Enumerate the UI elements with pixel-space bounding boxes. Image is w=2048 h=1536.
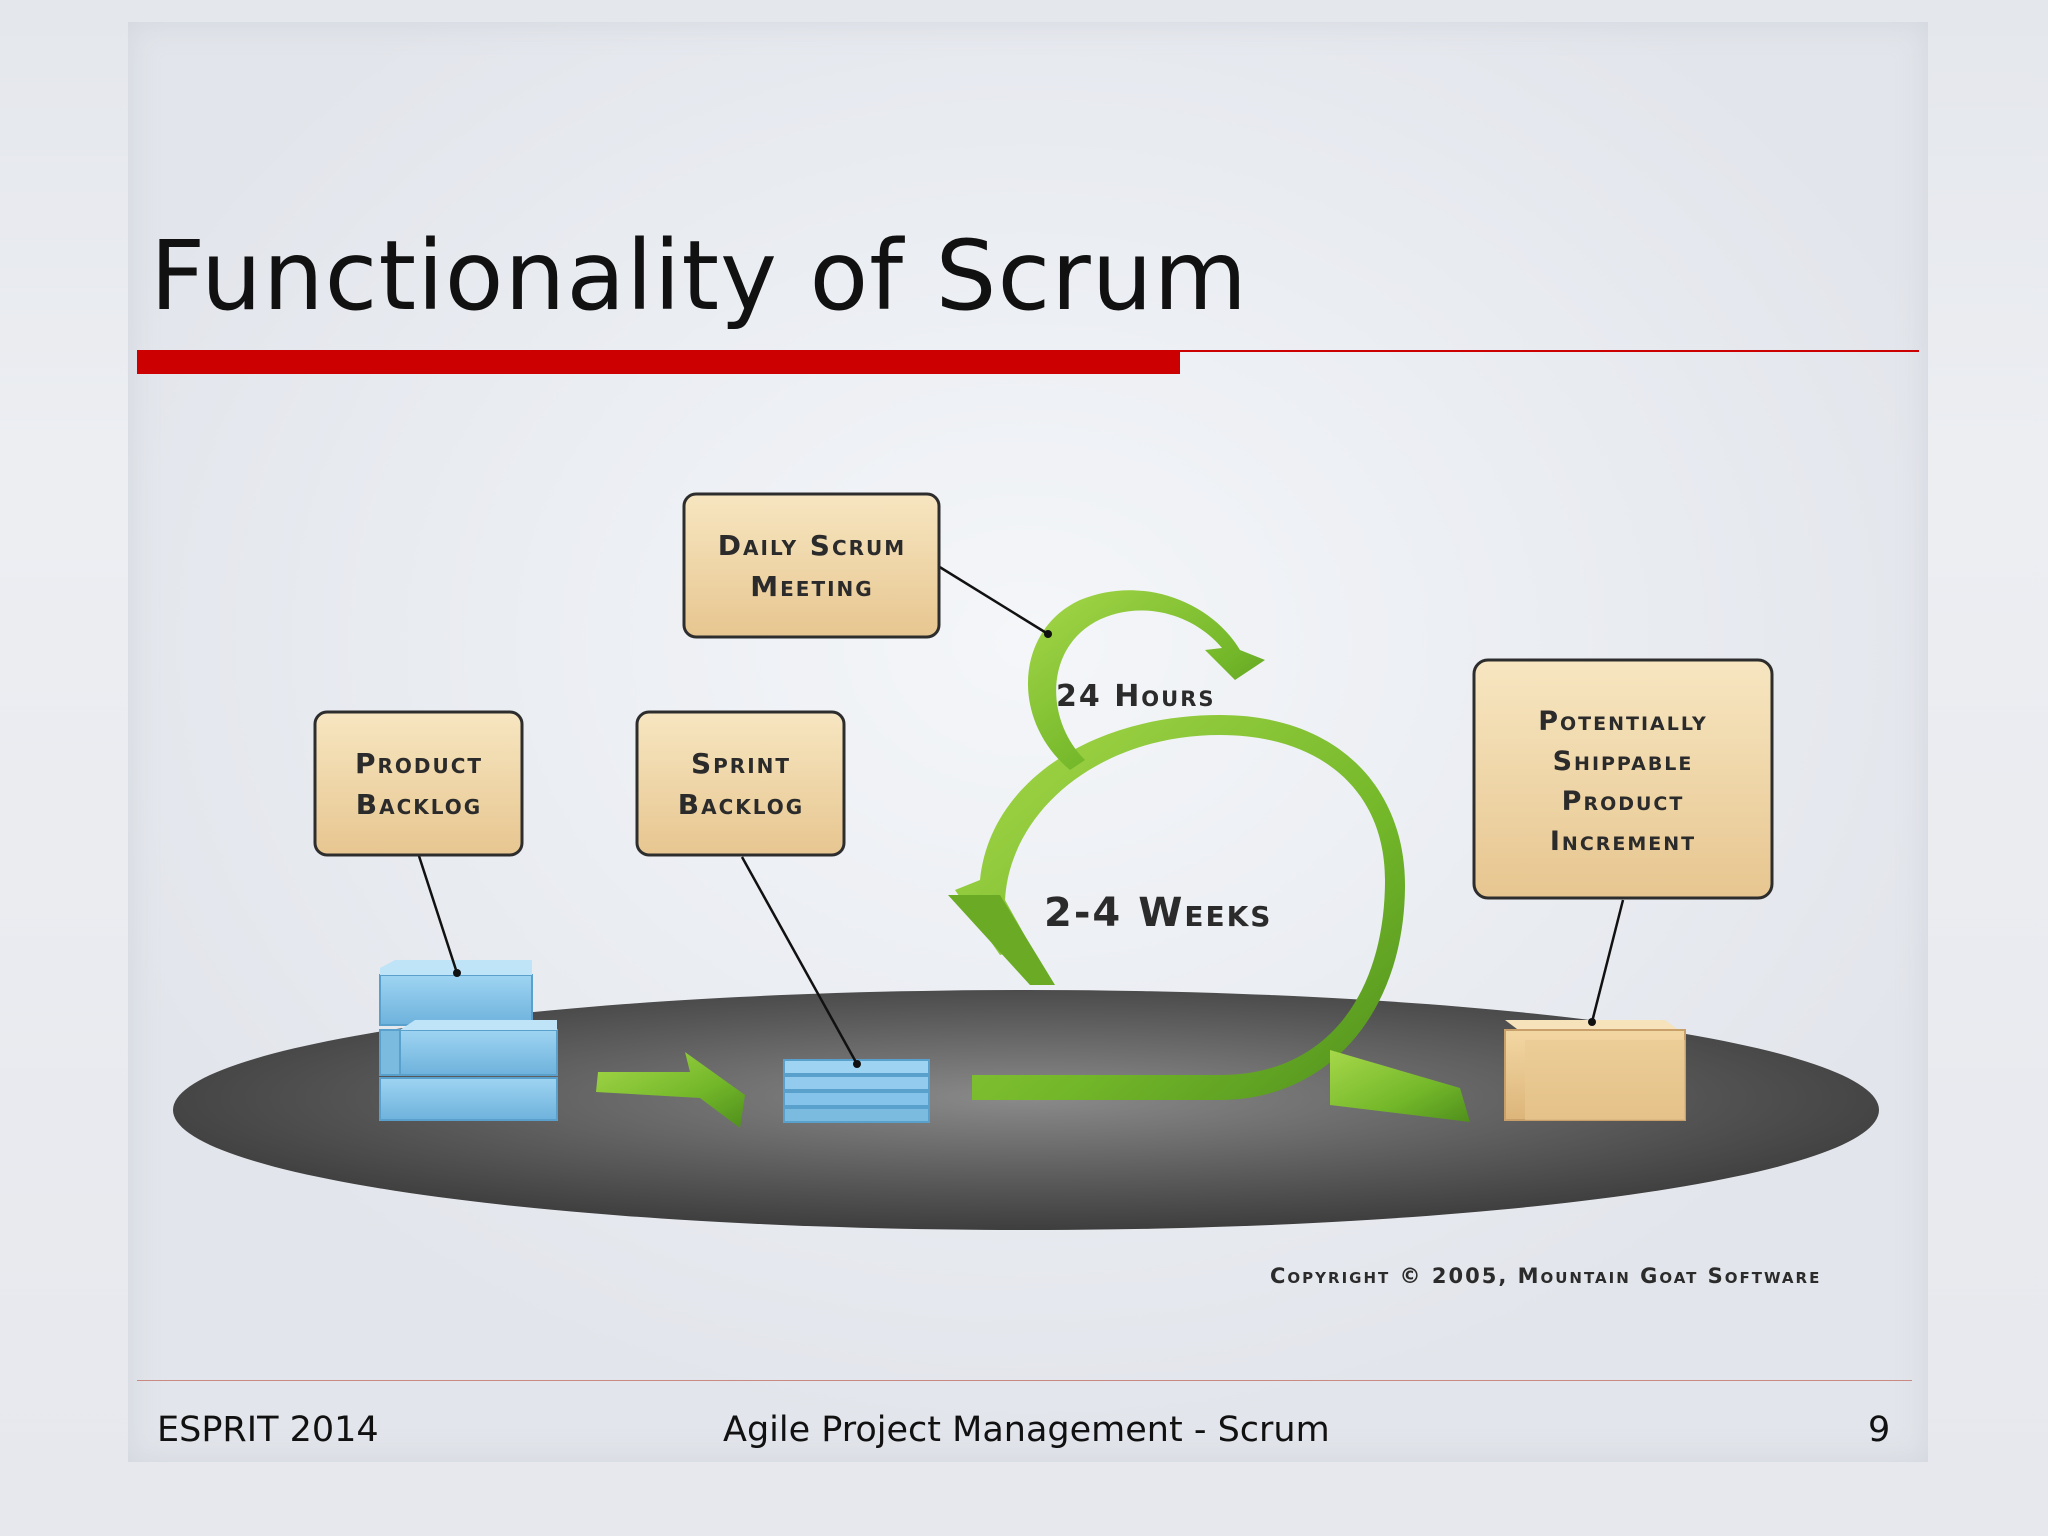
title-rule-thin — [137, 350, 1919, 352]
sprint-backlog-box — [635, 710, 846, 857]
shippable-product-box — [1504, 1020, 1686, 1121]
sprint-backlog-stack — [783, 1059, 930, 1123]
backlog-to-sprint-arrow — [596, 1052, 745, 1128]
title-rule-thick — [137, 352, 1180, 374]
daily-scrum-label-line2: Meeting — [750, 570, 873, 603]
product-backlog-cubes — [379, 960, 558, 1121]
increment-label-line2: Shippable — [1553, 746, 1694, 777]
daily-scrum-label-line1: Daily Scrum — [718, 529, 906, 562]
copyright-text: Copyright © 2005, Mountain Goat Software — [1270, 1264, 1821, 1288]
product-backlog-label-line2: Backlog — [356, 788, 482, 821]
product-backlog-box — [313, 710, 524, 857]
product-backlog-label-line1: Product — [355, 747, 483, 780]
sprint-backlog-label-line1: Sprint — [691, 747, 791, 780]
slide-title: Functionality of Scrum — [150, 220, 1249, 332]
increment-label-line4: Increment — [1550, 826, 1696, 857]
page-number: 9 — [1868, 1410, 1891, 1450]
footer-rule — [137, 1380, 1912, 1381]
increment-box — [1472, 658, 1774, 900]
connector-dots — [453, 630, 1596, 1068]
daily-scrum-box — [682, 492, 941, 639]
sprint-cycle-arrow — [948, 715, 1470, 1122]
increment-label-line3: Product — [1562, 786, 1685, 817]
footer-center-text: Agile Project Management - Scrum — [723, 1410, 1330, 1450]
increment-label-line1: Potentially — [1538, 706, 1708, 737]
sprint-backlog-label-line2: Backlog — [678, 788, 804, 821]
footer-left-text: ESPRIT 2014 — [157, 1410, 379, 1450]
platform-ellipse — [173, 990, 1879, 1230]
weeks-label: 2-4 Weeks — [1044, 890, 1272, 936]
hours-label: 24 Hours — [1056, 679, 1216, 714]
connector-lines — [417, 564, 1625, 1065]
